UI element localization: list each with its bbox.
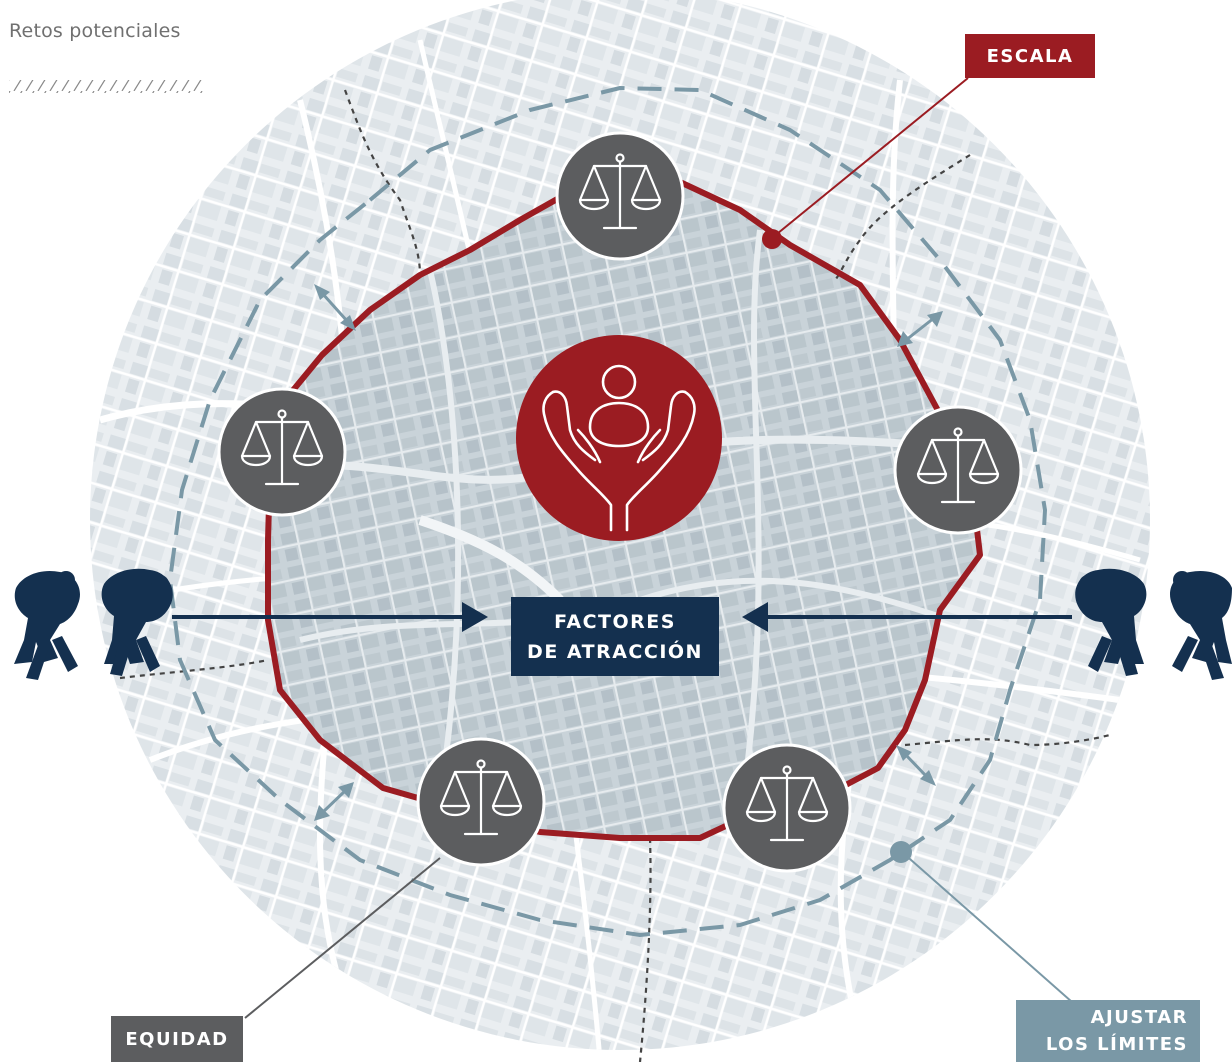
double-arrow-icon <box>897 311 943 347</box>
escala-label: ESCALA <box>965 34 1095 78</box>
balance-node-top <box>555 131 685 261</box>
arrow-left-head-icon <box>742 602 768 632</box>
scale-boundary <box>265 179 983 841</box>
boundary-northwest <box>343 89 422 276</box>
boundary-east <box>904 733 1111 747</box>
balance-node-left <box>217 387 347 517</box>
equidad-leader-line <box>244 857 441 1019</box>
center-red-disc <box>516 335 722 541</box>
balance-scale-icon <box>578 153 662 230</box>
equidad-label-text: EQUIDAD <box>125 1028 229 1050</box>
double-arrow-icon <box>314 782 354 821</box>
boundary-west <box>119 658 269 680</box>
boundary-northeast <box>834 154 971 281</box>
balance-nodes <box>217 131 1023 873</box>
title-decoration-hatch <box>9 80 205 93</box>
balance-node-bottom-right <box>722 743 852 873</box>
double-arrow-icon <box>896 745 936 786</box>
balance-node-right <box>893 405 1023 535</box>
person-carrying-sack-icon <box>101 568 173 676</box>
ajustar-leader-line <box>901 851 1073 1003</box>
person-carrying-sack-icon <box>1170 570 1232 680</box>
central-circle <box>516 335 722 541</box>
escala-leader-line <box>771 77 969 239</box>
boundary-south <box>638 837 652 1062</box>
page-title: Retos potenciales <box>9 20 181 42</box>
ajustar-marker <box>890 841 912 863</box>
person-carrying-sack-icon <box>1075 568 1147 676</box>
ajustar-label-line2: LOS LÍMITES <box>1045 1034 1188 1055</box>
adjustable-boundary <box>168 86 1047 937</box>
factores-label-line1: FACTORES <box>554 610 676 633</box>
balance-scale-icon <box>439 759 523 836</box>
hands-holding-person-icon <box>542 364 696 532</box>
arrow-right-head-icon <box>462 602 488 632</box>
double-arrow-icon <box>314 284 943 821</box>
escala-label-text: ESCALA <box>986 45 1074 67</box>
district-boundaries <box>119 89 1111 1062</box>
migrants-right <box>1075 568 1232 680</box>
balance-node-bottom-left <box>416 737 546 867</box>
double-arrow-icon <box>314 284 356 331</box>
factores-label: FACTORES DE ATRACCIÓN <box>511 597 719 676</box>
balance-scale-icon <box>916 427 1000 504</box>
ajustar-limites-label: AJUSTAR LOS LÍMITES <box>1016 1000 1200 1062</box>
person-carrying-sack-icon <box>14 570 80 680</box>
balance-scale-icon <box>240 409 324 486</box>
escala-marker <box>762 229 782 249</box>
migrants-left <box>14 568 173 680</box>
equidad-label: EQUIDAD <box>111 1016 243 1062</box>
balance-scale-icon <box>745 765 829 842</box>
ajustar-label-line1: AJUSTAR <box>1090 1007 1188 1028</box>
factores-label-line2: DE ATRACCIÓN <box>527 640 703 663</box>
attraction-arrows <box>172 602 1072 632</box>
